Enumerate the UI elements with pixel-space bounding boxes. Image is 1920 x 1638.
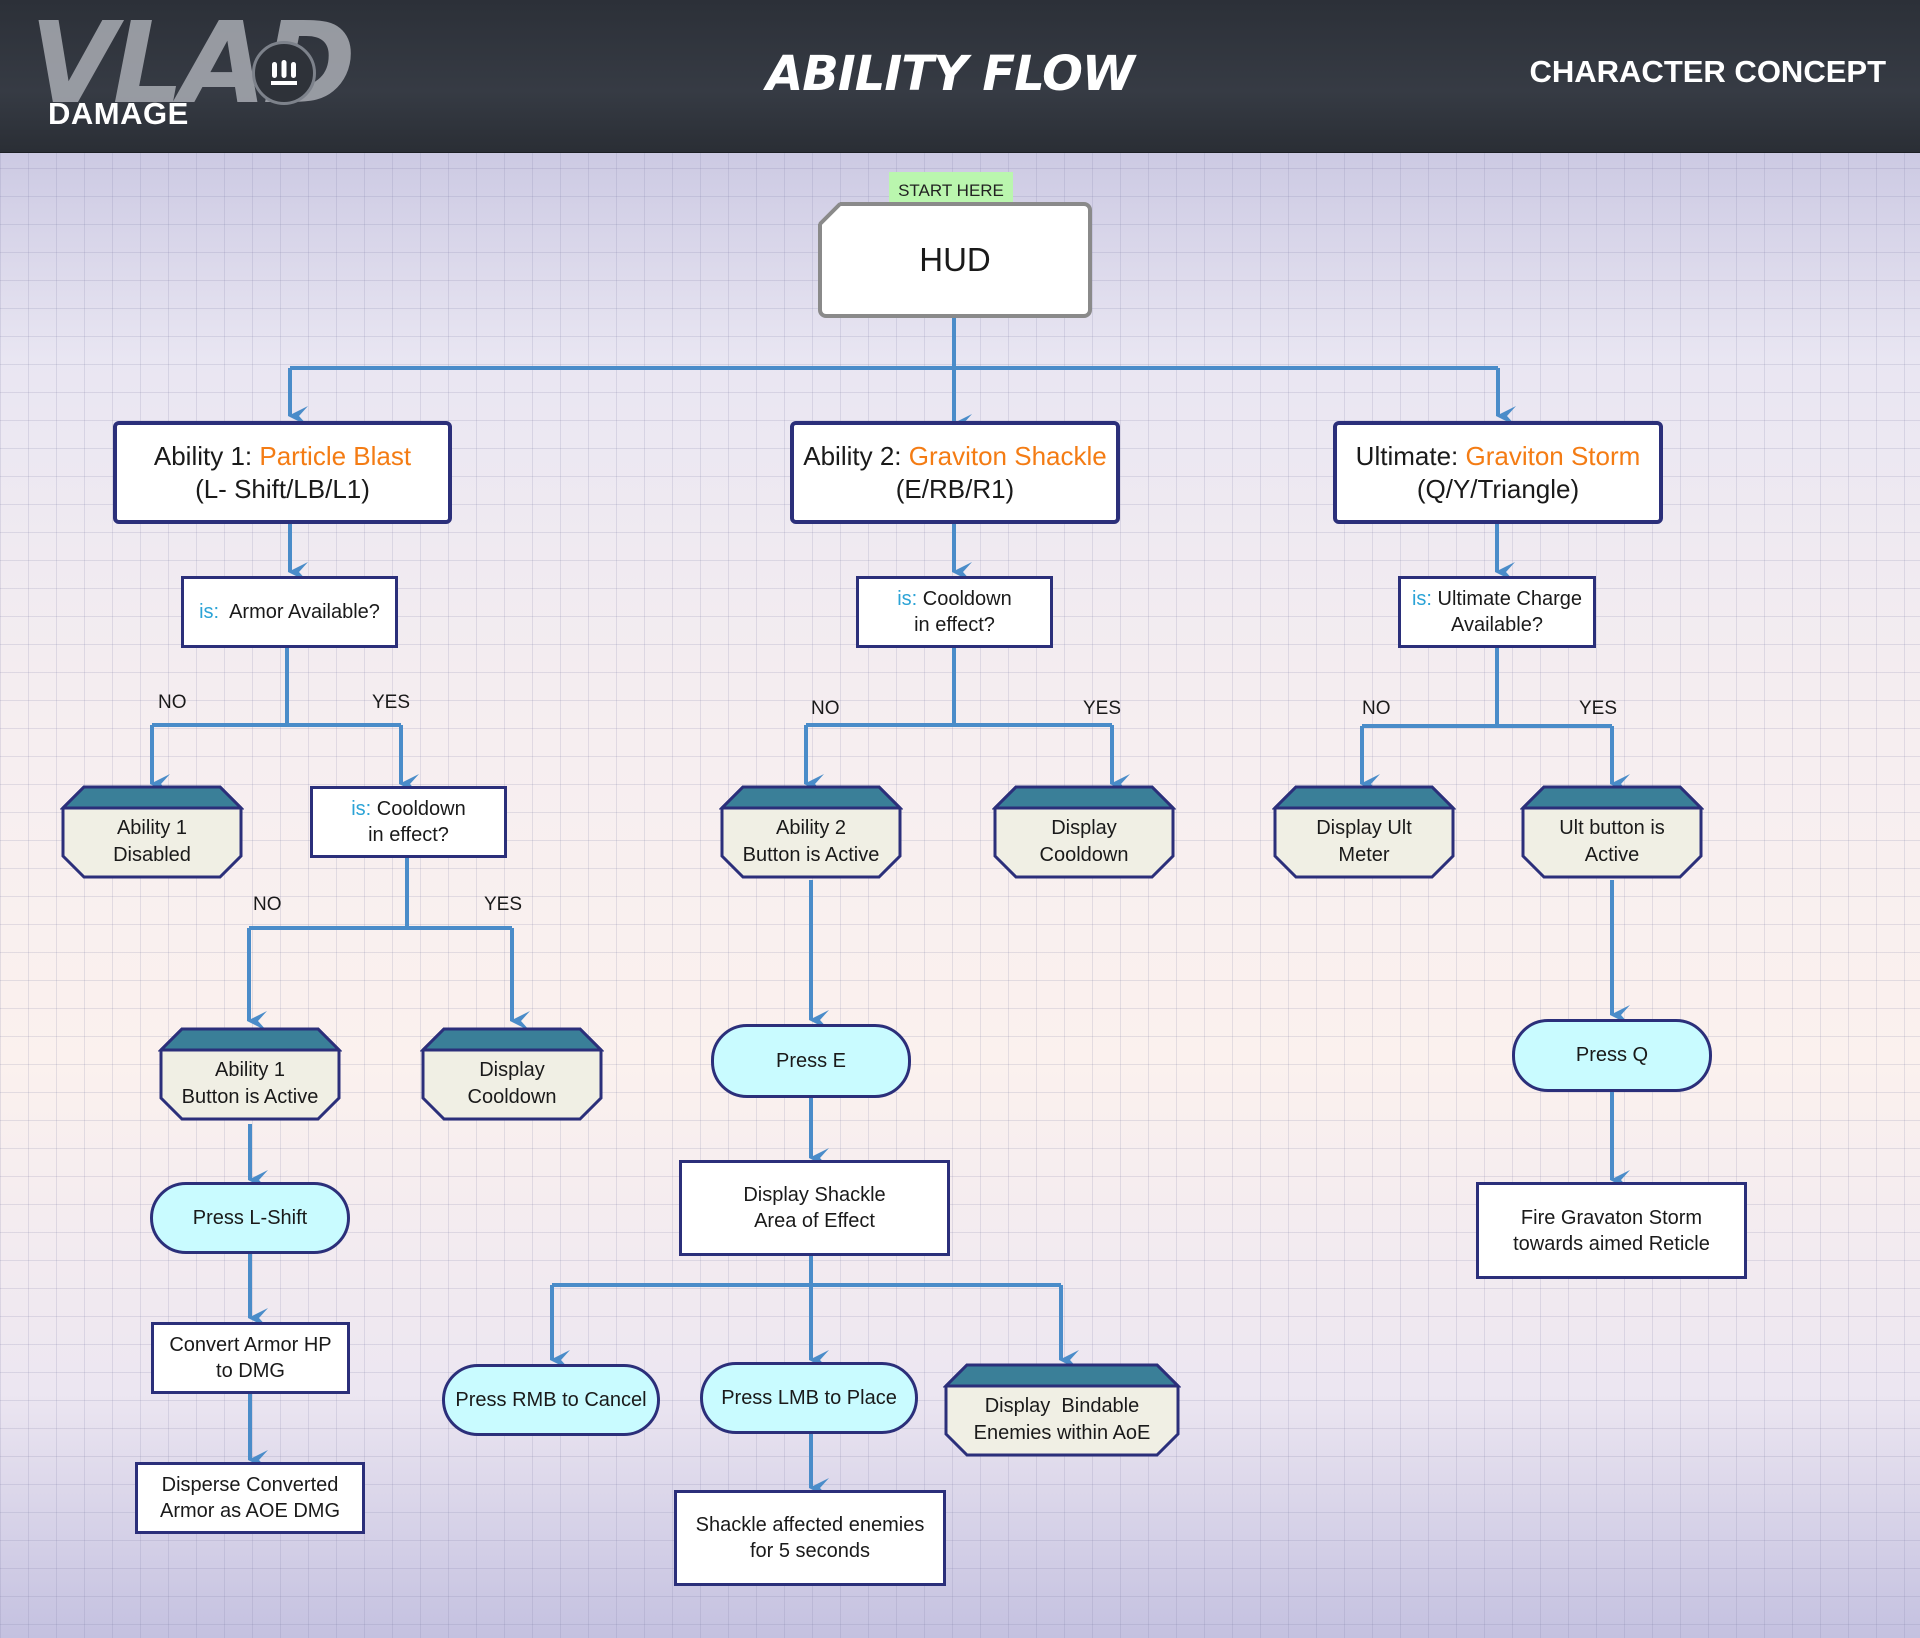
is-label: is: (351, 798, 372, 820)
role-label: DAMAGE (48, 96, 189, 131)
press-lshift-node: Press L-Shift (150, 1182, 350, 1254)
hex-line2: Cooldown (1039, 844, 1129, 866)
ultimate-box: Ultimate: Graviton Storm (Q/Y/Triangle) (1333, 421, 1663, 524)
convert-armor-node: Convert Armor HP to DMG (151, 1322, 350, 1394)
ability-2-name: Graviton Shackle (908, 440, 1107, 471)
hex-line2: Button is Active (742, 844, 880, 866)
hex-line1: Display (479, 1059, 545, 1081)
hud-folded-corner (818, 202, 842, 226)
press-e-node: Press E (711, 1024, 911, 1098)
ult-q-line1: Ultimate Charge (1437, 588, 1583, 610)
hex-line1: Ability 1 (214, 1059, 286, 1081)
hud-label: HUD (919, 241, 991, 278)
damage-role-icon (252, 41, 316, 105)
yes-label: YES (484, 894, 523, 915)
rect-line1: Disperse Converted (161, 1474, 339, 1496)
yes-label: YES (1083, 698, 1122, 719)
rect-line1: Display Shackle (743, 1184, 886, 1206)
is-label: is: (897, 588, 918, 610)
ultimate-keys: (Q/Y/Triangle) (1416, 473, 1580, 504)
no-label: NO (158, 692, 187, 713)
is-label: is: (199, 601, 220, 623)
press-rmb-label: Press RMB to Cancel (455, 1388, 647, 1411)
fire-storm-node: Fire Gravaton Storm towards aimed Reticle (1476, 1182, 1747, 1279)
hex-line2: Active (1584, 844, 1640, 866)
cooldown-q-line1: Cooldown (376, 798, 466, 820)
hex-line2: Button is Active (181, 1086, 319, 1108)
character-concept-label: CHARACTER CONCEPT (1529, 54, 1887, 89)
ability-1-keys: (L- Shift/LB/L1) (195, 473, 370, 504)
press-lmb-node: Press LMB to Place (700, 1362, 918, 1434)
rect-line1: Convert Armor HP (169, 1334, 332, 1356)
page-title: ABILITY FLOW (766, 46, 1135, 102)
no-label: NO (253, 894, 282, 915)
press-rmb-node: Press RMB to Cancel (442, 1364, 660, 1436)
ability1-active-node: Ability 1 Button is Active (158, 1026, 342, 1122)
yes-label: YES (1579, 698, 1618, 719)
rect-line2: for 5 seconds (749, 1540, 871, 1562)
ultimate-name: Graviton Storm (1465, 440, 1641, 471)
hex-line1: Display (1051, 817, 1117, 839)
ult-q-line2: Available? (1451, 614, 1543, 636)
ultimate-prefix: Ultimate: (1355, 440, 1459, 471)
hex-line1: Ability 1 (116, 817, 187, 839)
rect-line2: Armor as AOE DMG (159, 1500, 341, 1522)
no-label: NO (1362, 698, 1391, 719)
ability-2-prefix: Ability 2: (803, 440, 902, 471)
cooldown-q-line2: in effect? (914, 614, 995, 636)
hex-line1: Display Bindable (984, 1395, 1140, 1417)
hex-line2: Disabled (113, 844, 191, 866)
ability1-cooldown-decision: is: Cooldown in effect? (310, 786, 507, 858)
hex-line2: Enemies within AoE (973, 1422, 1151, 1444)
hex-line1: Ability 2 (775, 817, 847, 839)
rect-line2: towards aimed Reticle (1513, 1232, 1710, 1255)
hex-line1: Ult button is (1559, 817, 1665, 839)
armor-question: Armor Available? (229, 601, 380, 623)
hex-line2: Meter (1338, 844, 1390, 866)
ability-2-box: Ability 2: Graviton Shackle (E/RB/R1) (790, 421, 1120, 524)
ability1-disabled-node: Ability 1 Disabled (60, 784, 244, 880)
press-lmb-label: Press LMB to Place (721, 1386, 897, 1409)
armor-available-decision: is: Armor Available? (181, 576, 398, 648)
cooldown-q-line2: in effect? (368, 824, 449, 846)
rect-line1: Shackle affected enemies (695, 1514, 925, 1536)
is-label: is: (1411, 588, 1432, 610)
press-lshift-label: Press L-Shift (192, 1206, 308, 1229)
yes-label: YES (372, 692, 411, 713)
rect-line2: Area of Effect (754, 1210, 875, 1232)
ability-1-box: Ability 1: Particle Blast (L- Shift/LB/L… (113, 421, 452, 524)
press-q-node: Press Q (1512, 1019, 1712, 1092)
shackle-enemies-node: Shackle affected enemies for 5 seconds (674, 1490, 946, 1586)
rect-line2: to DMG (216, 1360, 285, 1382)
rect-line1: Fire Gravaton Storm (1520, 1206, 1703, 1229)
cooldown-q-line1: Cooldown (922, 588, 1012, 610)
hud-node: HUD (818, 202, 1092, 318)
press-q-label: Press Q (1575, 1044, 1649, 1066)
ability2-cooldown-decision: is: Cooldown in effect? (856, 576, 1053, 648)
ability-1-name: Particle Blast (259, 440, 412, 471)
no-label: NO (811, 698, 840, 719)
ability-1-prefix: Ability 1: (153, 440, 253, 471)
ultimate-charge-decision: is: Ultimate Charge Available? (1398, 576, 1596, 648)
ability-2-keys: (E/RB/R1) (895, 473, 1015, 504)
hex-line2: Cooldown (467, 1086, 557, 1108)
hex-line1: Display Ult (1316, 817, 1412, 839)
ability2-active-node: Ability 2 Button is Active (719, 784, 903, 880)
ult-active-node: Ult button is Active (1520, 784, 1704, 880)
header-bar: VLAD DAMAGE ABILITY FLOW CHARACTER CONCE… (0, 0, 1920, 153)
press-e-label: Press E (775, 1049, 847, 1072)
